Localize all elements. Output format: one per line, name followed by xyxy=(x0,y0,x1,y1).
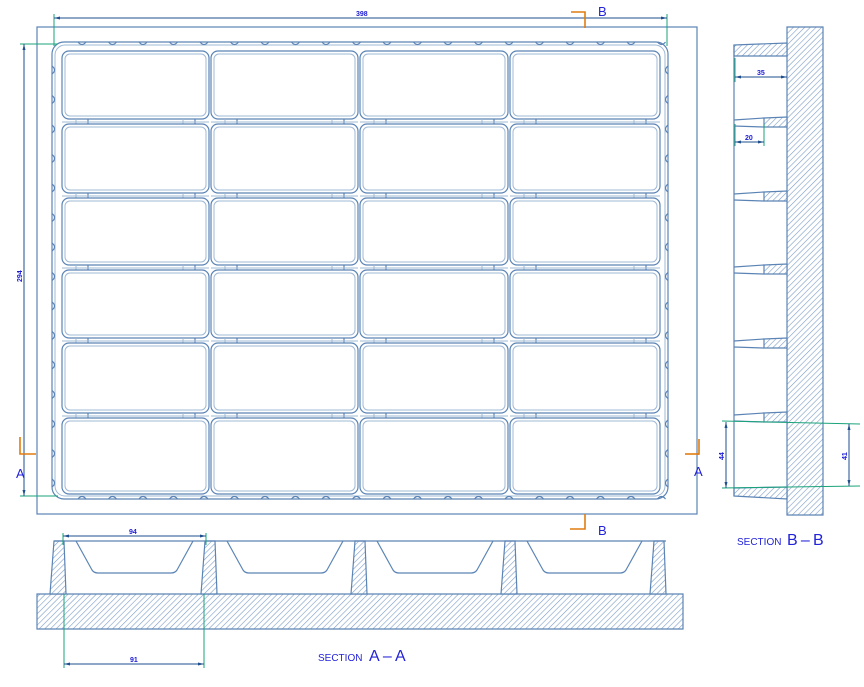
width-dimension-value: 398 xyxy=(356,11,368,18)
cell xyxy=(509,123,661,198)
edge-notches xyxy=(51,41,669,500)
section-aa-view: 94 91 SECTION A – A xyxy=(36,529,684,668)
rib xyxy=(500,540,518,595)
section-marker-b-bottom: B xyxy=(570,514,607,538)
cell xyxy=(509,197,661,270)
section-bb-dim-44: 44 xyxy=(719,420,861,489)
svg-text:91: 91 xyxy=(130,657,138,664)
section-aa-dim-top: 94 xyxy=(62,529,207,545)
section-bb-title: SECTION B – B xyxy=(737,532,824,549)
cell xyxy=(509,50,661,124)
svg-text:A – A: A – A xyxy=(369,648,406,665)
cell xyxy=(210,417,359,495)
cell xyxy=(61,123,210,198)
pocket xyxy=(526,540,643,574)
tray-outline-inner xyxy=(54,44,666,497)
cell xyxy=(359,197,509,270)
cell xyxy=(359,50,509,124)
svg-text:A: A xyxy=(694,464,703,479)
plan-view: 398 294 A A B B xyxy=(16,4,703,538)
svg-text:B – B: B – B xyxy=(787,532,824,549)
cell xyxy=(210,50,359,124)
section-aa-title: SECTION A – A xyxy=(318,648,406,665)
rib xyxy=(200,540,218,595)
section-aa-dim-bottom: 91 xyxy=(63,594,205,668)
svg-text:94: 94 xyxy=(129,529,137,536)
pocket xyxy=(226,540,344,574)
section-marker-b-top: B xyxy=(571,4,607,28)
rib xyxy=(649,540,667,595)
cell xyxy=(61,197,210,270)
svg-text:41: 41 xyxy=(842,452,849,460)
cell xyxy=(509,417,661,495)
section-aa-ribs xyxy=(49,540,667,595)
cell-grid xyxy=(61,50,661,495)
section-marker-a-right: A xyxy=(685,439,703,479)
svg-text:SECTION: SECTION xyxy=(318,653,362,664)
height-dimension-value: 294 xyxy=(17,270,24,282)
svg-text:B: B xyxy=(598,523,607,538)
pocket xyxy=(75,540,194,574)
cell xyxy=(61,417,210,495)
cell xyxy=(61,269,210,343)
cell xyxy=(359,417,509,495)
svg-text:B: B xyxy=(598,4,607,19)
pocket xyxy=(376,540,494,574)
section-bb-dim-20: 20 xyxy=(734,124,765,146)
section-bb-shelves xyxy=(733,116,788,423)
height-dimension: 294 xyxy=(17,43,58,497)
svg-text:20: 20 xyxy=(745,135,753,142)
cell xyxy=(509,342,661,418)
section-bb-dim-35: 35 xyxy=(734,58,787,82)
section-aa-base xyxy=(36,593,684,630)
svg-text:44: 44 xyxy=(719,452,726,460)
section-marker-a-left: A xyxy=(16,437,36,481)
cell xyxy=(509,269,661,343)
width-dimension: 398 xyxy=(53,11,668,46)
cell xyxy=(359,342,509,418)
section-bb-dim-41: 41 xyxy=(842,424,851,486)
cell xyxy=(359,269,509,343)
cell xyxy=(210,342,359,418)
section-bb-wall xyxy=(786,26,824,516)
svg-text:35: 35 xyxy=(757,70,765,77)
svg-text:SECTION: SECTION xyxy=(737,537,781,548)
cell xyxy=(359,123,509,198)
rib xyxy=(350,540,368,595)
cell xyxy=(61,342,210,418)
cell xyxy=(210,269,359,343)
cell xyxy=(61,50,210,124)
section-bb-view: 35 20 44 41 SECTION B – xyxy=(719,26,861,549)
rib xyxy=(49,540,67,595)
cell xyxy=(210,197,359,270)
outer-frame xyxy=(36,26,698,515)
section-aa-pockets xyxy=(75,540,643,574)
svg-text:A: A xyxy=(16,466,25,481)
cell xyxy=(210,123,359,198)
